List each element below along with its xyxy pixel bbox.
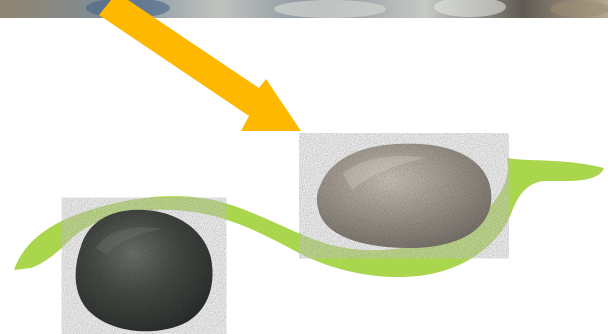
sunlight-arrow bbox=[99, 0, 301, 131]
light-stone bbox=[317, 144, 492, 248]
dark-stone bbox=[76, 210, 213, 332]
